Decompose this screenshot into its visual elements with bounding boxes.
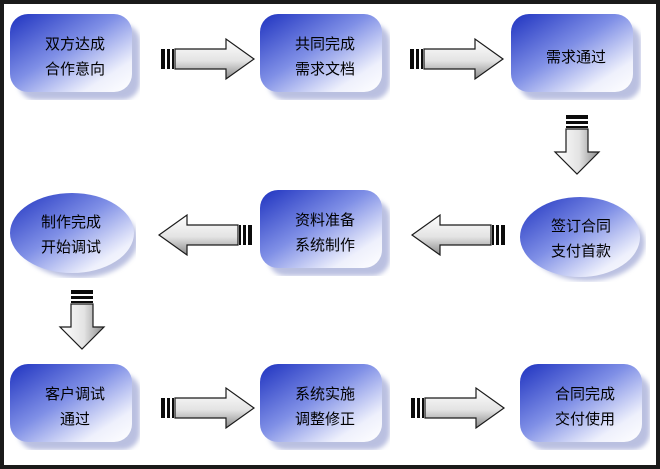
step-line1: 双方达成 bbox=[44, 35, 105, 53]
node-box bbox=[10, 14, 140, 100]
step-line1: 签订合同 bbox=[550, 217, 611, 235]
step-line1: 合同完成 bbox=[554, 385, 615, 403]
node-ellipse bbox=[10, 193, 136, 278]
right-arrow-icon bbox=[161, 386, 256, 430]
step-line2: 交付使用 bbox=[554, 410, 615, 428]
step-line1: 系统实施 bbox=[294, 385, 355, 403]
right-arrow-icon bbox=[161, 37, 256, 81]
step-requirements-approved-node: 需求通过 bbox=[511, 14, 641, 100]
step-client-acceptance-node: 客户调试 通过 bbox=[10, 364, 140, 450]
step-debugging-node: 制作完成 开始调试 bbox=[6, 192, 136, 278]
right-arrow-icon bbox=[410, 37, 505, 81]
step-line1: 共同完成 bbox=[294, 35, 355, 53]
node-box bbox=[520, 364, 650, 450]
left-arrow-icon bbox=[157, 213, 252, 257]
step-line2: 开始调试 bbox=[40, 238, 101, 256]
step-implementation-node: 系统实施 调整修正 bbox=[260, 364, 390, 450]
flowchart: 双方达成 合作意向 共同完成 需求文档 需求通过 签订合同 支付首款 资料准备 … bbox=[4, 4, 656, 465]
step-delivery-node: 合同完成 交付使用 bbox=[520, 364, 650, 450]
step-line2: 调整修正 bbox=[294, 410, 355, 428]
step-material-prep-node: 资料准备 系统制作 bbox=[260, 190, 390, 276]
node-box bbox=[260, 364, 390, 450]
node-box bbox=[511, 14, 641, 100]
node-box bbox=[260, 14, 390, 100]
step-line2: 通过 bbox=[59, 410, 90, 428]
step-line2: 合作意向 bbox=[44, 60, 105, 78]
left-arrow-icon bbox=[410, 213, 505, 257]
step-contract-payment-node: 签订合同 支付首款 bbox=[516, 196, 646, 282]
down-arrow-icon bbox=[553, 115, 601, 175]
step-line1: 制作完成 bbox=[40, 213, 101, 231]
node-box bbox=[10, 364, 140, 450]
step-line2: 需求文档 bbox=[294, 60, 355, 78]
step-line1: 资料准备 bbox=[294, 211, 355, 229]
step-line2: 支付首款 bbox=[550, 242, 611, 260]
step-line1: 需求通过 bbox=[545, 47, 606, 66]
step-requirements-doc-node: 共同完成 需求文档 bbox=[260, 14, 390, 100]
step-agreement-node: 双方达成 合作意向 bbox=[10, 14, 140, 100]
node-box bbox=[260, 190, 390, 276]
node-ellipse bbox=[520, 197, 645, 281]
step-line2: 系统制作 bbox=[294, 236, 355, 254]
down-arrow-icon bbox=[58, 290, 106, 350]
step-line1: 客户调试 bbox=[44, 385, 105, 403]
right-arrow-icon bbox=[411, 386, 506, 430]
